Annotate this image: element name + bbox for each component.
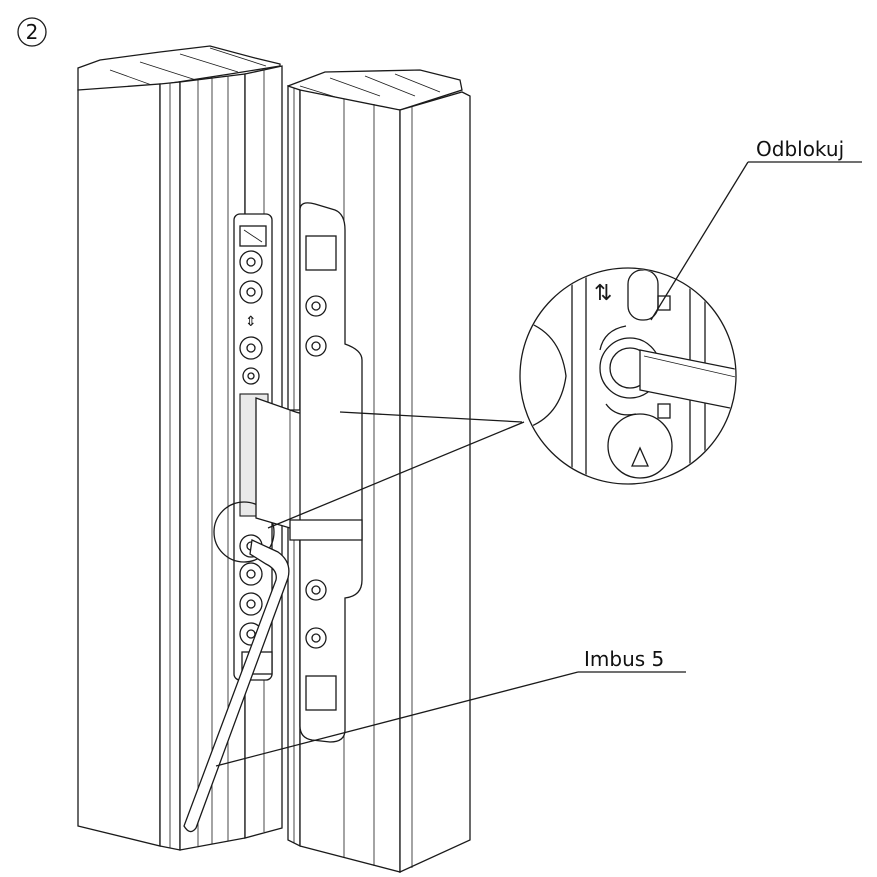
step-number-badge: 2 [17,17,47,47]
step-number: 2 [26,20,39,44]
hex-key-drawing [183,539,290,833]
hex-key-label: Imbus 5 [584,647,664,671]
detail-magnifier: ⇅ [519,267,737,485]
unlock-label: Odblokuj [756,137,844,161]
detail-arrow-symbol: ⇅ [594,281,612,306]
leader-lines [215,161,862,767]
sash-hinge-plate [289,202,363,743]
lock-arrows-symbol: ⇕ [245,314,257,330]
frame-lock-bar: ⇕ [213,213,275,681]
